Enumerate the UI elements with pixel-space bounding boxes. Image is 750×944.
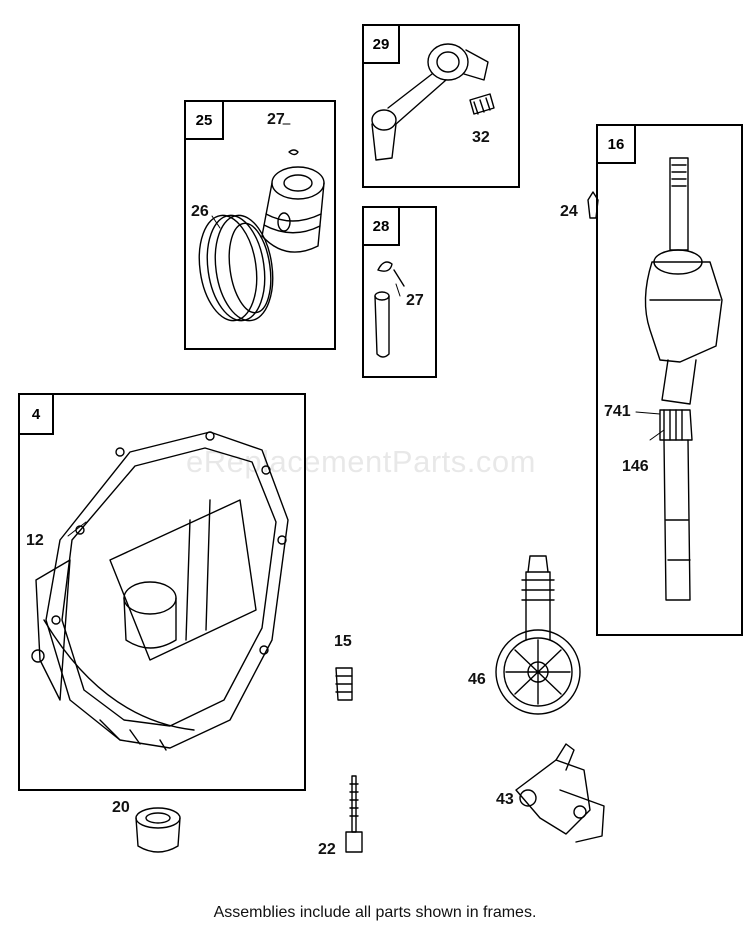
- frame-25: 25: [184, 100, 336, 350]
- piston-rings-drawing: [198, 214, 274, 322]
- frame-4: 4: [18, 393, 306, 791]
- callout-46: 46: [468, 671, 486, 688]
- watermark: eReplacementParts.com: [186, 444, 536, 479]
- frame-28: 28: [362, 206, 437, 378]
- dipstick-drawing: [345, 775, 363, 853]
- callout-741: 741: [604, 403, 631, 420]
- frame-29: 29: [362, 24, 520, 188]
- footer-caption: Assemblies include all parts shown in fr…: [213, 904, 537, 921]
- callout-146: 146: [622, 458, 649, 475]
- callout-15: 15: [334, 633, 352, 650]
- frame-25-number: 25: [186, 102, 224, 140]
- callout-24: 24: [560, 203, 578, 220]
- callout-20: 20: [112, 799, 130, 816]
- frame-16: 16: [596, 124, 743, 636]
- callout-27-pin: 27: [406, 292, 424, 309]
- crankcase-drawing: [31, 431, 289, 751]
- frame-4-number: 4: [20, 395, 54, 435]
- oil-plug-drawing: [335, 667, 353, 701]
- callout-27-top: 27: [267, 111, 285, 128]
- frame-29-number: 29: [364, 26, 400, 64]
- callout-43: 43: [496, 791, 514, 808]
- connecting-rod-drawing: [371, 43, 495, 161]
- frame-28-number: 28: [364, 208, 400, 246]
- crankshaft-drawing: [587, 157, 723, 601]
- camshaft-gear-drawing: [495, 555, 581, 715]
- callout-26: 26: [191, 203, 209, 220]
- callout-12: 12: [26, 532, 44, 549]
- leader-lines: [67, 123, 665, 537]
- piston-drawing: [261, 149, 325, 253]
- frame-16-number: 16: [598, 126, 636, 164]
- callout-22: 22: [318, 841, 336, 858]
- governor-drawing: [515, 743, 605, 843]
- oil-seal-drawing: [135, 807, 181, 853]
- callout-32: 32: [472, 129, 490, 146]
- piston-pin-drawing: [374, 261, 405, 358]
